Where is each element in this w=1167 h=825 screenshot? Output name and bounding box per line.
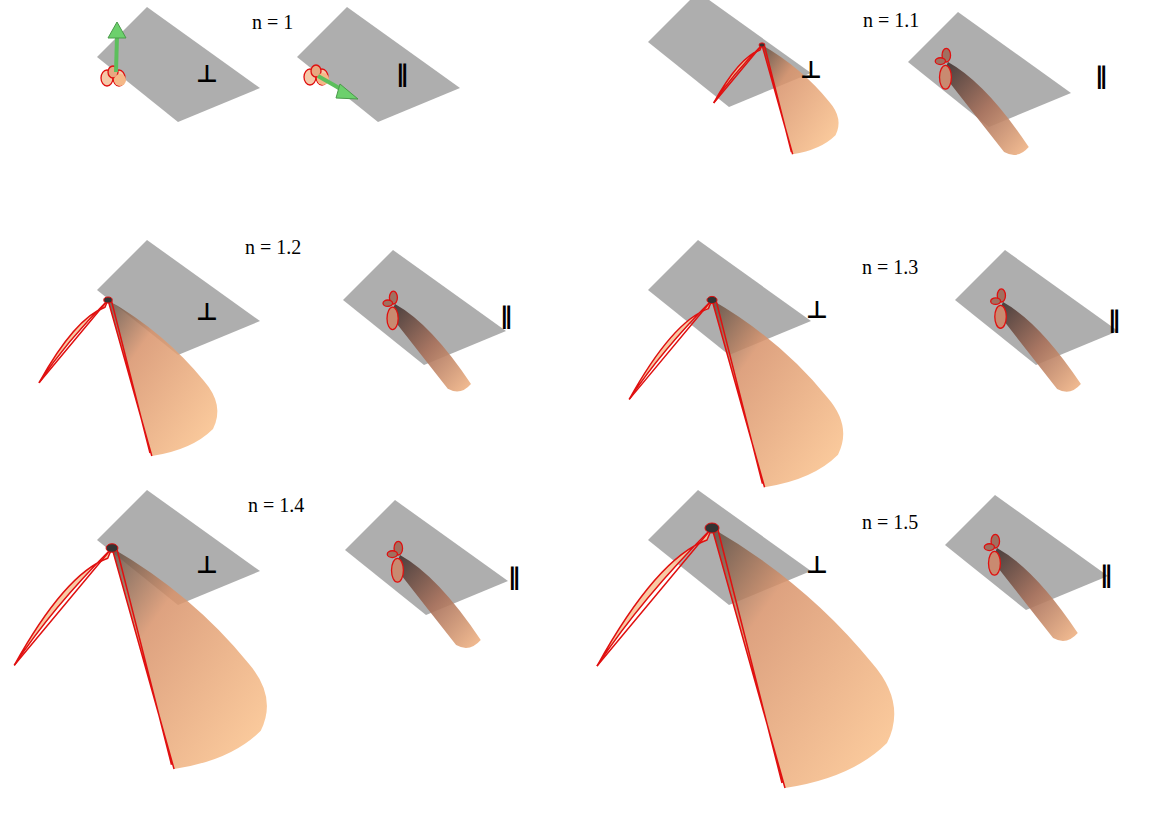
index-label: n = 1.5 (862, 512, 918, 532)
index-label: n = 1.3 (862, 257, 918, 277)
index-label: n = 1.4 (248, 495, 304, 515)
polarization-symbol: ∥ (1100, 563, 1112, 587)
polarization-symbol: ∥ (396, 62, 408, 86)
polarization-symbol: ∥ (1095, 64, 1107, 88)
index-label: n = 1.2 (245, 237, 301, 257)
polarization-symbol: ⊥ (806, 298, 828, 322)
polarization-symbol: ⊥ (800, 58, 822, 82)
index-label: n = 1 (252, 12, 293, 32)
polarization-symbol: ∥ (500, 304, 512, 328)
polarization-symbol: ∥ (508, 565, 520, 589)
polarization-symbol: ⊥ (196, 62, 218, 86)
polarization-symbol: ∥ (1108, 308, 1120, 332)
polarization-symbol: ⊥ (196, 553, 218, 577)
polarization-symbol: ⊥ (806, 553, 828, 577)
polarization-symbol: ⊥ (196, 300, 218, 324)
index-label: n = 1.1 (863, 10, 919, 30)
